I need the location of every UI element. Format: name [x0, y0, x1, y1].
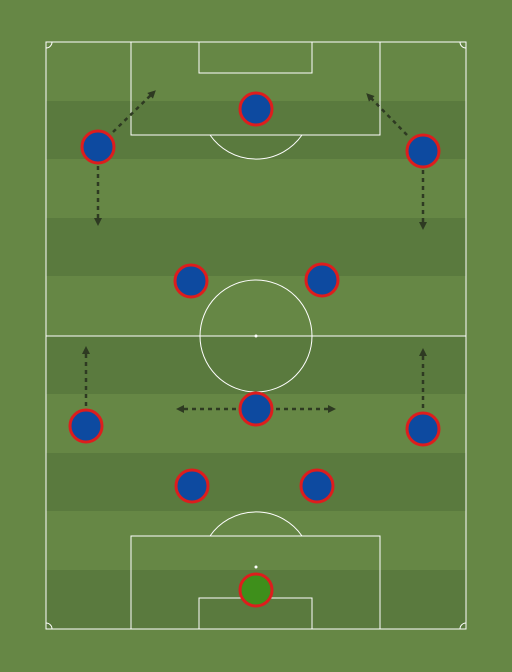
- corner-arc: [459, 41, 467, 49]
- center-spot: [254, 334, 258, 338]
- top-penalty-arc: [209, 134, 303, 160]
- center-player[interactable]: [238, 391, 274, 427]
- pitch-stripe: [46, 453, 466, 511]
- corner-arc: [45, 41, 53, 49]
- lower-left-wide-player[interactable]: [68, 408, 104, 444]
- lower-right-central-player[interactable]: [299, 468, 335, 504]
- bottom-penalty-spot: [254, 565, 258, 569]
- movement-arrow: [112, 90, 156, 133]
- movement-arrow: [366, 93, 408, 136]
- top-goal-area: [198, 41, 313, 74]
- bottom-penalty-arc: [209, 511, 303, 537]
- lower-right-wide-player[interactable]: [405, 411, 441, 447]
- movement-arrows: [82, 90, 427, 413]
- top-keeper-zone-player[interactable]: [238, 91, 274, 127]
- corner-arc: [459, 622, 467, 630]
- goalkeeper[interactable]: [238, 572, 274, 608]
- top-right-wide-player[interactable]: [405, 133, 441, 169]
- top-left-wide-player[interactable]: [80, 129, 116, 165]
- upper-right-central-player[interactable]: [304, 262, 340, 298]
- pitch-stripe: [46, 218, 466, 276]
- upper-left-central-player[interactable]: [173, 263, 209, 299]
- lower-left-central-player[interactable]: [174, 468, 210, 504]
- corner-arc: [45, 622, 53, 630]
- pitch-stripe: [46, 336, 466, 394]
- players-layer: [68, 91, 441, 608]
- pitch-markings: [45, 41, 467, 630]
